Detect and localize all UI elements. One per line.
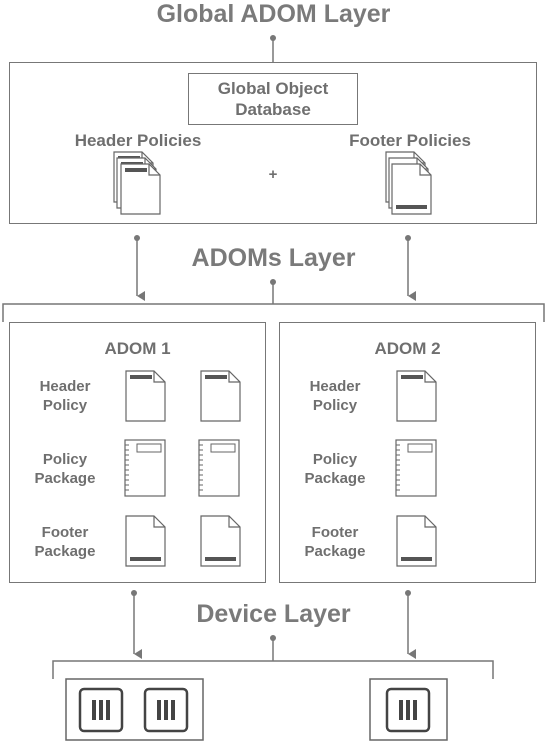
device-layer-title: Device Layer: [196, 600, 351, 628]
adom-1-footer-line1: Footer: [41, 524, 89, 541]
adom-1-policy-package-icon-a: [124, 439, 166, 497]
footer-policies-label: Footer Policies: [349, 131, 471, 150]
adom-2-title: ADOM 2: [374, 339, 441, 358]
adom-2-footer-line2: Package: [304, 543, 366, 560]
device-icon-1: [78, 687, 124, 733]
header-policies-stack-icon: [113, 151, 161, 215]
adom-2-footer-line1: Footer: [311, 524, 359, 541]
adom-1-title: ADOM 1: [104, 339, 171, 358]
adom-2-header-line1: Header: [309, 378, 361, 395]
adom-2-policy-package-icon: [395, 439, 437, 497]
device-icon-3: [385, 687, 431, 733]
adom-1-policy-line1: Policy: [42, 451, 88, 468]
adom-2-policy-line2: Package: [304, 470, 366, 487]
global-layer-title: Global ADOM Layer: [156, 0, 391, 28]
device-icon-2: [143, 687, 189, 733]
adom-1-header-policy-icon-b: [200, 370, 241, 422]
adom-2-header-line2: Policy: [312, 397, 358, 414]
footer-policies-stack-icon: [385, 151, 432, 215]
adom-1-policy-line2: Package: [34, 470, 96, 487]
adom-1-footer-line2: Package: [34, 543, 96, 560]
adom-2-footer-package-icon: [396, 515, 437, 567]
adom-1-footer-package-icon-b: [200, 515, 241, 567]
global-object-database-line2: Database: [235, 100, 311, 119]
header-policies-label: Header Policies: [74, 131, 202, 150]
plus-sign: +: [268, 166, 278, 183]
adom-1-footer-package-icon-a: [125, 515, 166, 567]
adom-2-header-policy-icon: [396, 370, 437, 422]
adom-2-policy-line1: Policy: [312, 451, 358, 468]
global-object-database-box: Global Object Database: [188, 73, 358, 125]
adom-1-policy-package-icon-b: [198, 439, 240, 497]
adom-1-header-line1: Header: [39, 378, 91, 395]
adom-1-header-policy-icon-a: [125, 370, 166, 422]
adom-1-header-line2: Policy: [42, 397, 88, 414]
adoms-layer-title: ADOMs Layer: [191, 244, 356, 272]
global-object-database-line1: Global Object: [217, 79, 329, 98]
